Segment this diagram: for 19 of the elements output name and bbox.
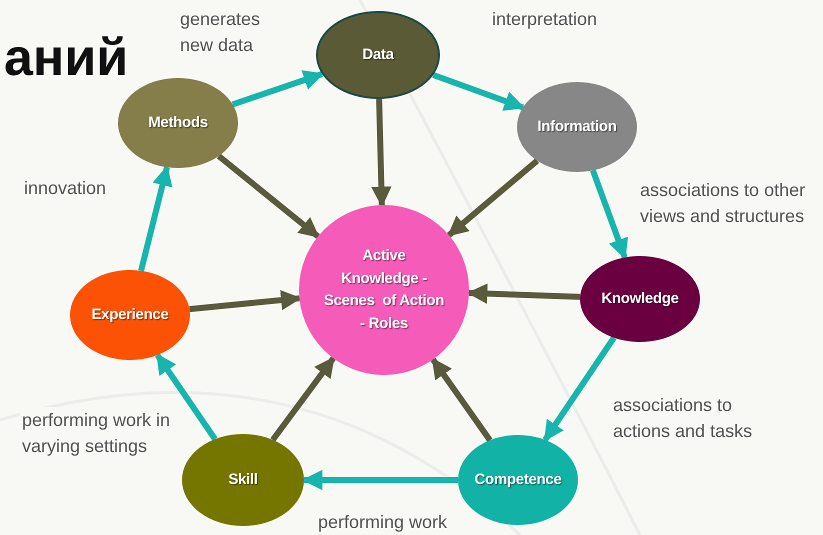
arrow xyxy=(432,72,525,111)
node-label: Experience xyxy=(91,304,169,325)
arrow xyxy=(590,169,628,260)
arrow xyxy=(466,283,580,304)
arrow xyxy=(371,98,392,208)
node-label: Skill xyxy=(228,470,258,490)
node-label: Knowledge xyxy=(601,288,679,309)
arrow xyxy=(232,70,324,108)
arrow xyxy=(542,336,616,442)
arrow xyxy=(447,158,540,238)
node-label: Methods xyxy=(148,112,208,133)
node-label: Data xyxy=(362,44,394,65)
arrow xyxy=(216,154,320,239)
arrow xyxy=(138,165,172,272)
node-label: Information xyxy=(537,116,617,137)
title-fragment: аний xyxy=(4,28,128,88)
node-label: Active Knowledge - Scenes of Action - Roles xyxy=(323,246,445,334)
node-label: Competence xyxy=(474,470,562,490)
arrow xyxy=(189,290,302,312)
